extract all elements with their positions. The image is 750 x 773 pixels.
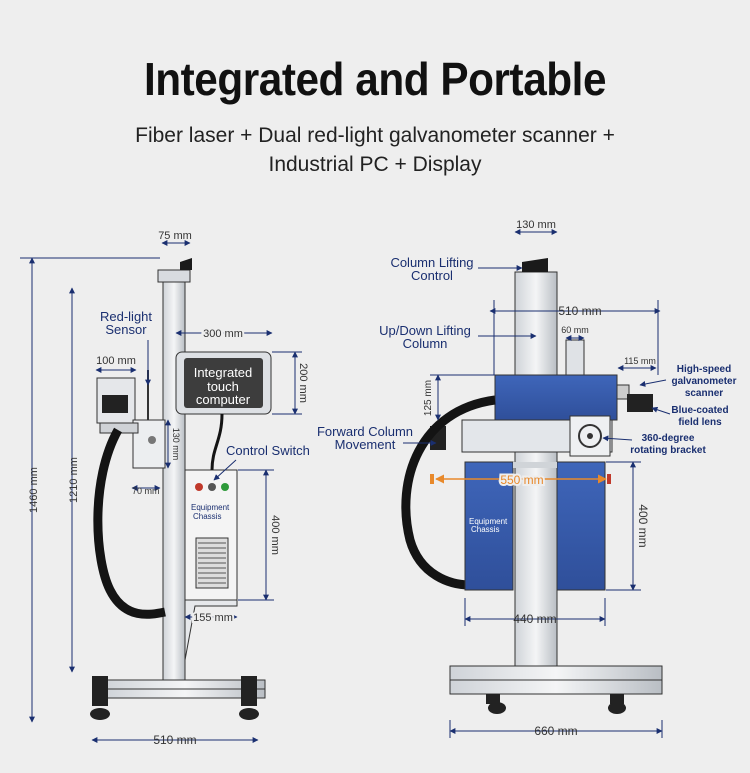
left-dim-200: 200 mm <box>297 363 309 403</box>
left-chassis-label-2: Chassis <box>193 512 221 521</box>
updown-column-label-1: Up/Down Lifting <box>379 323 471 338</box>
gray-switch-icon <box>208 483 216 491</box>
updown-column-label-2: Column <box>403 336 448 351</box>
right-dim-440: 440 mm <box>513 612 556 626</box>
high-speed-galvo-scanner <box>494 374 618 421</box>
right-chassis-label-2: Chassis <box>471 525 499 534</box>
right-dim-660: 660 mm <box>534 724 577 738</box>
left-side-view: Equipment Chassis Integrated touch compu… <box>20 230 310 747</box>
red-light-sensor-label-2: Sensor <box>105 322 147 337</box>
right-fiber-hose <box>401 395 496 590</box>
left-top-cap <box>157 269 191 283</box>
computer-label-3: computer <box>196 392 251 407</box>
lens-label-1: Blue-coated <box>671 405 728 416</box>
left-dim-510: 510 mm <box>153 733 196 747</box>
bracket-label-2: rotating bracket <box>630 445 706 456</box>
left-dim-1210: 1210 mm <box>68 457 80 503</box>
scanner-label-1: High-speed <box>677 364 731 375</box>
right-dim-130: 130 mm <box>516 219 556 231</box>
forward-column-label-1: Forward Column <box>317 424 413 439</box>
right-wheels <box>486 694 626 714</box>
right-dim-400: 400 mm <box>636 504 650 547</box>
right-dim-510: 510 mm <box>558 304 601 318</box>
left-dim-70: 70 mm <box>132 486 160 496</box>
computer-label-1: Integrated <box>194 365 253 380</box>
lens-label-2: field lens <box>678 417 722 428</box>
computer-label-2: touch <box>207 379 239 394</box>
red-light-sensor-label-1: Red-light <box>100 309 152 324</box>
right-dim-115: 115 mm <box>624 356 656 366</box>
right-dim-550: 550 mm <box>500 473 543 487</box>
green-switch-icon <box>221 483 229 491</box>
left-chassis-label-1: Equipment <box>191 503 230 512</box>
left-wheel-rear <box>239 676 259 720</box>
right-chassis-label-1: Equipment <box>469 517 508 526</box>
right-chassis-right-panel <box>556 461 606 591</box>
left-wheel-front <box>90 676 110 720</box>
page-title: Integrated and Portable <box>143 53 607 105</box>
right-dim-125: 125 mm <box>423 380 434 416</box>
left-dim-75: 75 mm <box>158 230 192 242</box>
column-lifting-label-1: Column Lifting <box>390 255 473 270</box>
subtitle-line-1: Fiber laser + Dual red-light galvanomete… <box>135 124 615 147</box>
scanner-label-2: galvanometer <box>671 376 736 387</box>
left-fiber-hose <box>93 427 166 619</box>
blue-coated-field-lens <box>627 394 653 412</box>
left-dim-130: 130 mm <box>171 428 181 461</box>
left-dim-155: 155 mm <box>193 612 233 624</box>
control-switch-label: Control Switch <box>226 443 310 458</box>
right-dim-60: 60 mm <box>561 325 589 335</box>
subtitle-line-2: Industrial PC + Display <box>268 153 482 176</box>
bracket-label-1: 360-degree <box>642 433 695 444</box>
scanner-label-3: scanner <box>685 388 723 399</box>
column-lifting-label-2: Control <box>411 268 453 283</box>
left-column <box>162 281 186 681</box>
left-dim-100: 100 mm <box>96 355 136 367</box>
forward-column-label-2: Movement <box>335 437 396 452</box>
left-dim-300: 300 mm <box>203 328 243 340</box>
right-front-view: Equipment Chassis 130 mm Column Lifting … <box>317 219 737 738</box>
left-dim-1460: 1460 mm <box>28 467 40 513</box>
red-switch-icon <box>195 483 203 491</box>
right-column <box>514 271 558 667</box>
left-dim-400: 400 mm <box>269 515 281 555</box>
